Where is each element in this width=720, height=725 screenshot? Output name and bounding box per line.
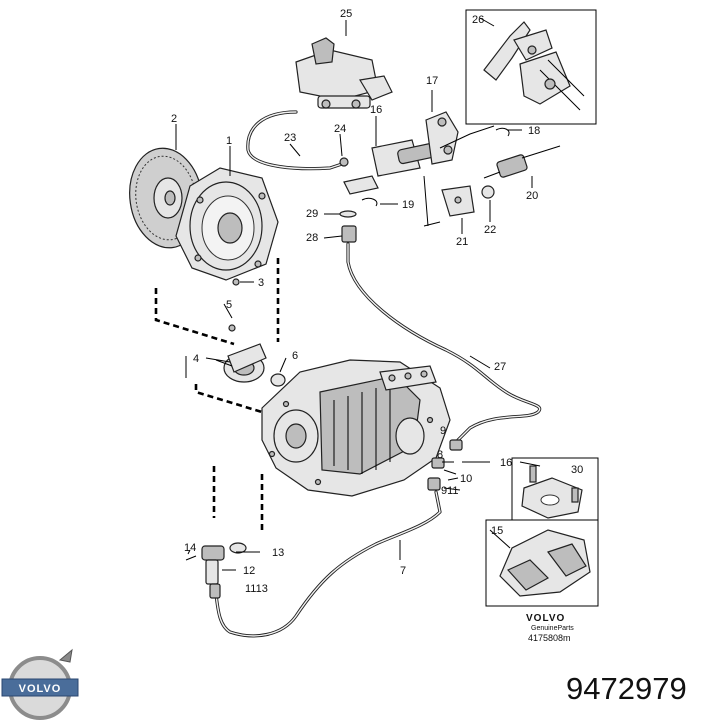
nipple-28 <box>341 225 357 243</box>
callout-2: 2 <box>171 113 177 125</box>
volvo-logo: VOLVO <box>1 648 79 720</box>
reservoir-hose <box>246 110 344 171</box>
inset-30 <box>511 457 599 521</box>
callout-8: 8 <box>437 449 443 461</box>
fitting-9-11 <box>427 439 463 491</box>
callout-26: 26 <box>472 14 484 26</box>
callout-25: 25 <box>340 8 352 20</box>
switch-20 <box>483 145 561 179</box>
pipe-7 <box>214 490 442 638</box>
callout-13: 13 <box>272 547 284 559</box>
callout-5: 5 <box>226 299 232 311</box>
callout-10: 10 <box>460 473 472 485</box>
callout-29: 29 <box>306 208 318 220</box>
callout-27: 27 <box>494 361 506 373</box>
stamp-code: 4175808m <box>528 633 571 643</box>
washer-22 <box>481 185 495 199</box>
callout-1: 1 <box>226 135 232 147</box>
seal-6 <box>270 373 286 387</box>
clutch-master-cylinder <box>343 111 495 195</box>
inset-15 <box>485 519 599 607</box>
logo-text: VOLVO <box>19 683 62 695</box>
callout-16-top: 16 <box>370 104 382 116</box>
fluid-reservoir <box>295 37 393 109</box>
stamp-brand: VOLVO <box>526 613 565 624</box>
callout-19: 19 <box>402 199 414 211</box>
callout-3: 3 <box>258 277 264 289</box>
pressure-plate <box>175 167 279 281</box>
callout-1113: 1113 <box>245 583 268 595</box>
pedal-bracket-inset <box>465 9 597 125</box>
callout-7: 7 <box>400 565 406 577</box>
callout-6: 6 <box>292 350 298 362</box>
callout-30: 30 <box>571 464 583 476</box>
genuine-parts-stamp: VOLVO GenuineParts 4175808m <box>526 613 574 643</box>
callout-24: 24 <box>334 123 346 135</box>
hose-clip <box>339 157 349 167</box>
callout-20: 20 <box>526 190 538 202</box>
callout-9: 9 <box>440 425 446 437</box>
callout-23: 23 <box>284 132 296 144</box>
callout-15: 15 <box>491 525 503 537</box>
callout-18: 18 <box>528 125 540 137</box>
fitting-12-14 <box>185 542 247 599</box>
callout-16-bottom: 16 <box>500 457 512 469</box>
stamp-line2: GenuineParts <box>531 625 574 632</box>
transmission-housing <box>261 359 451 497</box>
clip-18 <box>495 127 510 137</box>
leader-lines <box>175 17 541 571</box>
release-bearing <box>185 343 267 383</box>
callout-28: 28 <box>306 232 318 244</box>
dash-group-c <box>194 384 263 414</box>
callout-12: 12 <box>243 565 255 577</box>
pipe-27 <box>346 242 542 442</box>
callout-4: 4 <box>193 353 199 365</box>
clip-19 <box>361 197 378 207</box>
callout-22: 22 <box>484 224 496 236</box>
bolt-3 <box>232 278 240 286</box>
seal-29 <box>339 210 357 218</box>
callout-21: 21 <box>456 236 468 248</box>
callout-14: 14 <box>184 542 196 554</box>
dash-group-b <box>154 288 235 346</box>
callout-17: 17 <box>426 75 438 87</box>
callout-911: 911 <box>441 485 459 497</box>
bolt-5 <box>228 324 236 332</box>
part-number: 9472979 <box>566 671 687 706</box>
bracket-21 <box>423 175 475 227</box>
